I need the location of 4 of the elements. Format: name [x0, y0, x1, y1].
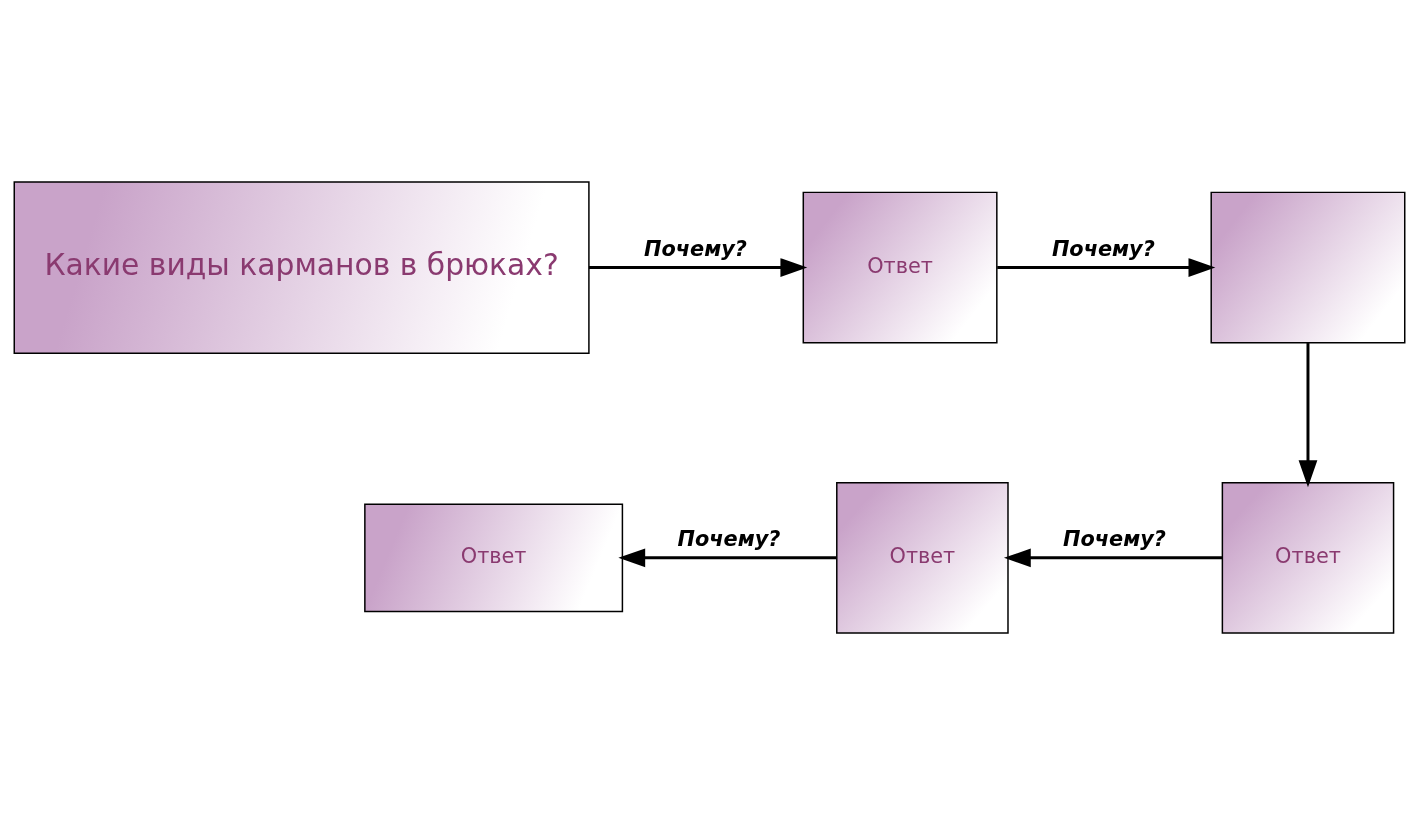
edge-label: Почему? [644, 236, 747, 261]
edge-label: Почему? [1063, 526, 1166, 551]
edge-label: Почему? [1051, 236, 1155, 261]
edge-label: Почему? [677, 526, 781, 551]
